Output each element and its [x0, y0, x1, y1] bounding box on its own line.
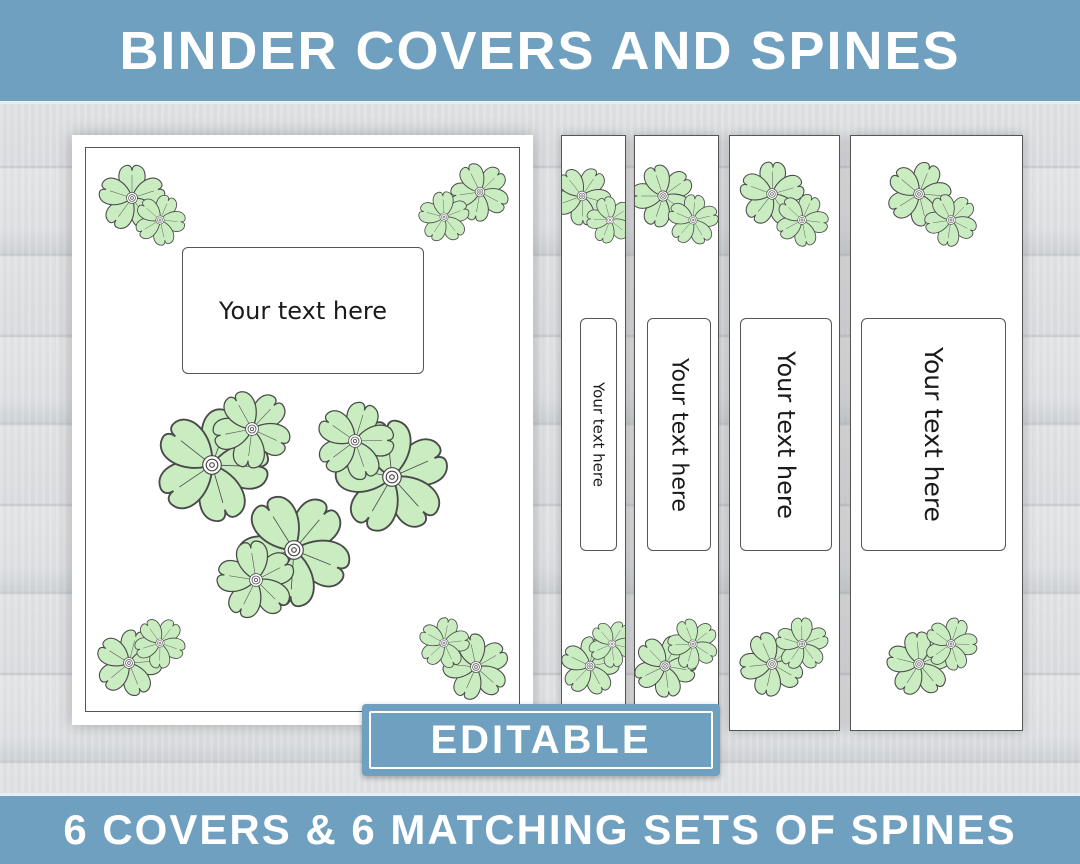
flower-icon — [216, 540, 294, 618]
editable-label: EDITABLE — [430, 717, 652, 762]
editable-badge: EDITABLE — [362, 704, 720, 776]
spine-3-text: Your text here — [772, 350, 800, 519]
header-title: BINDER COVERS AND SPINES — [119, 20, 961, 81]
spine-1-text-box[interactable]: Your text here — [580, 318, 617, 551]
flower-icon — [926, 617, 978, 671]
flower-icon — [318, 401, 395, 481]
flower-icon — [135, 194, 186, 246]
flower-icon — [212, 391, 291, 469]
spine-3-text-box[interactable]: Your text here — [740, 318, 832, 551]
flower-icon — [776, 194, 829, 247]
flower-icon — [450, 163, 509, 222]
flower-icon — [134, 619, 186, 669]
header-banner: BINDER COVERS AND SPINES — [0, 0, 1080, 104]
flower-icon — [334, 419, 448, 532]
flower-icon — [667, 194, 718, 245]
spine-1: Your text here — [561, 135, 626, 705]
spine-4-text-box[interactable]: Your text here — [861, 318, 1006, 551]
flower-icon — [588, 621, 625, 668]
flower-icon — [586, 196, 625, 244]
footer-subtitle: 6 COVERS & 6 MATCHING SETS OF SPINES — [63, 806, 1017, 853]
cover-frame — [85, 147, 520, 712]
flower-icon — [418, 191, 470, 242]
spine-4-text: Your text here — [919, 347, 948, 522]
spine-2: Your text here — [634, 135, 719, 711]
flower-icon — [775, 617, 829, 669]
flower-icon — [419, 617, 470, 668]
flower-icon — [888, 162, 952, 227]
spine-3: Your text here — [729, 135, 840, 731]
spine-2-text: Your text here — [666, 357, 692, 512]
cover-text: Your text here — [219, 296, 387, 325]
flower-icon — [924, 194, 977, 247]
spine-4: Your text here — [850, 135, 1023, 731]
spine-1-text: Your text here — [589, 382, 608, 487]
cover-text-box[interactable]: Your text here — [182, 247, 424, 374]
footer-banner: 6 COVERS & 6 MATCHING SETS OF SPINES — [0, 793, 1080, 864]
binder-cover: Your text here — [72, 135, 533, 725]
flower-icon — [562, 168, 612, 226]
spine-2-text-box[interactable]: Your text here — [647, 318, 711, 551]
flower-icon — [667, 618, 718, 670]
